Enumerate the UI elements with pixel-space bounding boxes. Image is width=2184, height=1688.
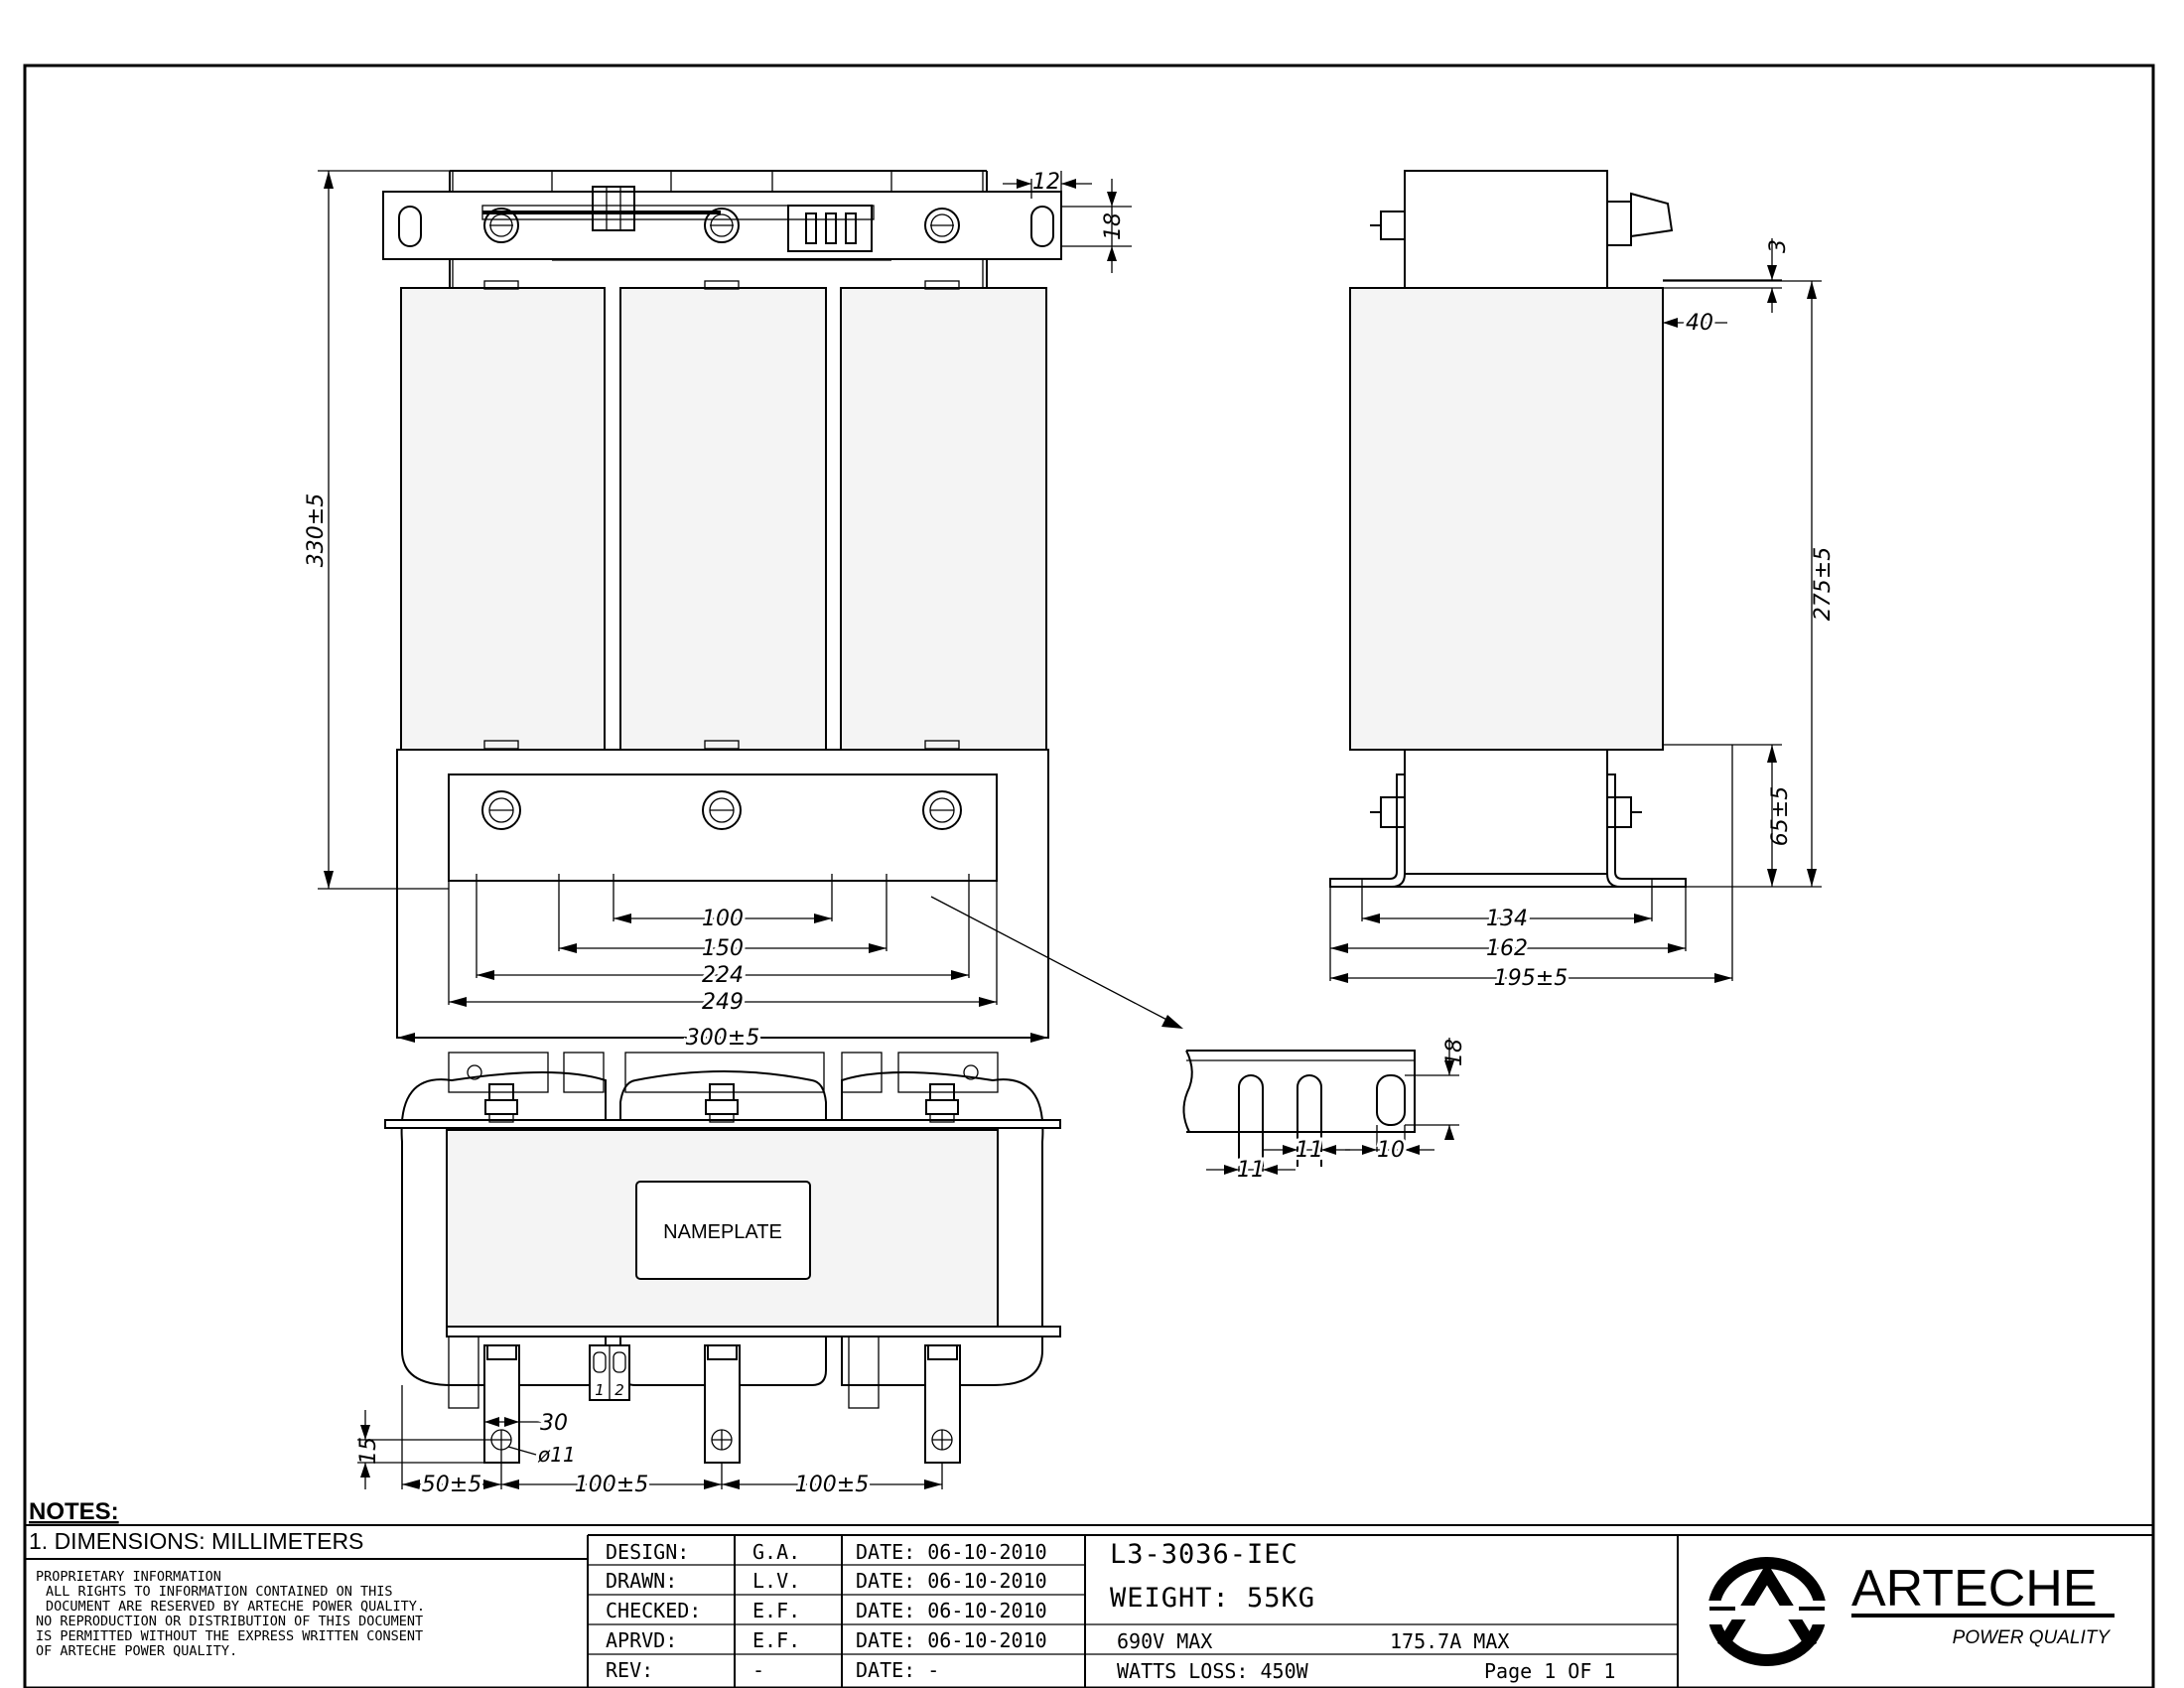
aprvd-who: E.F. xyxy=(752,1628,800,1652)
sheet-border xyxy=(23,64,2155,1688)
coil-3 xyxy=(840,287,1047,751)
dim-foot-65: 65±5 xyxy=(1768,786,1793,846)
terminal-1-label: 1 xyxy=(595,1381,605,1399)
side-foot-left xyxy=(1329,774,1406,888)
arteche-emblem-icon xyxy=(1700,1557,1835,1666)
side-foot-right xyxy=(1606,774,1687,888)
dim-hole-100: 100 xyxy=(702,907,744,931)
nameplate-label: NAMEPLATE xyxy=(663,1221,782,1243)
dim-top-slot: 12 xyxy=(1032,170,1060,195)
dim-base-195: 195±5 xyxy=(1494,966,1568,991)
detail-callout-arrow xyxy=(930,896,1177,1026)
dim-top-bar: 18 xyxy=(1101,212,1126,240)
coil-2 xyxy=(619,287,827,751)
dim-top-15: 15 xyxy=(356,1437,381,1465)
drawn-date: DATE: 06-10-2010 xyxy=(856,1569,1047,1593)
current-rating: 175.7A MAX xyxy=(1390,1629,1509,1653)
side-top-cap xyxy=(1404,170,1608,289)
design-role: DESIGN: xyxy=(606,1540,689,1564)
dim-hole-150: 150 xyxy=(702,936,744,961)
coil-1 xyxy=(400,287,606,751)
company-name: ARTECHE xyxy=(1851,1560,2098,1618)
svg-text:NO REPRODUCTION OR DISTRIBUTIO: NO REPRODUCTION OR DISTRIBUTION OF THIS … xyxy=(36,1614,423,1629)
svg-text:OF ARTECHE POWER QUALITY.: OF ARTECHE POWER QUALITY. xyxy=(36,1643,237,1659)
dim-hole-dia: ø11 xyxy=(537,1443,576,1467)
svg-text:DOCUMENT ARE RESERVED BY ARTEC: DOCUMENT ARE RESERVED BY ARTECHE POWER Q… xyxy=(46,1599,425,1615)
title-block: PROPRIETARY INFORMATION ALL RIGHTS TO IN… xyxy=(25,1534,2153,1688)
drawn-who: L.V. xyxy=(752,1569,800,1593)
dim-detail-10: 10 xyxy=(1377,1138,1405,1163)
weight: WEIGHT: 55KG xyxy=(1110,1583,1315,1614)
top-view: NAMEPLATE 1 2 30 xyxy=(356,1052,1061,1500)
top-bolt-1 xyxy=(483,208,519,243)
dim-top-30: 30 xyxy=(540,1411,568,1436)
arteche-logo: ARTECHE POWER QUALITY xyxy=(1700,1557,2115,1666)
rev-date: DATE: - xyxy=(856,1658,939,1682)
dim-top-100b: 100±5 xyxy=(795,1473,869,1497)
page-number: Page 1 OF 1 xyxy=(1484,1659,1615,1683)
dim-detail-11b: 11 xyxy=(1296,1138,1323,1163)
dim-offset-3: 3 xyxy=(1766,239,1791,253)
top-bolt-3 xyxy=(924,208,960,243)
drawn-role: DRAWN: xyxy=(606,1569,677,1593)
voltage-rating: 690V MAX xyxy=(1117,1629,1212,1653)
svg-text:ALL RIGHTS TO INFORMATION CONT: ALL RIGHTS TO INFORMATION CONTAINED ON T… xyxy=(46,1584,393,1600)
terminal-2-label: 2 xyxy=(614,1381,624,1399)
dim-base-134: 134 xyxy=(1486,907,1528,931)
dim-height-275: 275±5 xyxy=(1811,547,1836,621)
dim-overall-width: 300±5 xyxy=(686,1026,759,1051)
dim-detail-18: 18 xyxy=(1442,1039,1467,1066)
dim-top-100a: 100±5 xyxy=(575,1473,648,1497)
part-number: L3-3036-IEC xyxy=(1110,1539,1298,1570)
design-who: G.A. xyxy=(752,1540,800,1564)
detail-view: 18 11 11 10 xyxy=(1182,1038,1467,1186)
dim-detail-11a: 11 xyxy=(1237,1158,1265,1183)
notes-line-1: 1. DIMENSIONS: MILLIMETERS xyxy=(29,1528,363,1554)
dim-depth-40: 40 xyxy=(1686,311,1713,336)
company-tagline: POWER QUALITY xyxy=(1953,1627,2112,1648)
proprietary-notice: PROPRIETARY INFORMATION ALL RIGHTS TO IN… xyxy=(36,1569,425,1659)
top-bolt-2 xyxy=(704,208,740,243)
svg-text:PROPRIETARY INFORMATION: PROPRIETARY INFORMATION xyxy=(36,1569,221,1585)
dim-base-162: 162 xyxy=(1486,936,1528,961)
dim-top-50: 50±5 xyxy=(422,1473,481,1497)
top-terminal-block xyxy=(592,186,635,231)
nameplate xyxy=(635,1181,811,1280)
top-coil-3 xyxy=(841,1071,1044,1386)
rev-who: - xyxy=(752,1658,764,1682)
terminal-lug-1 xyxy=(483,1344,520,1464)
front-view: 330±5 12 18 100 150 xyxy=(304,170,1183,1054)
dim-overall-height: 330±5 xyxy=(304,493,329,567)
checked-role: CHECKED: xyxy=(606,1599,701,1622)
watts-loss: WATTS LOSS: 450W xyxy=(1117,1659,1309,1683)
side-view: 3 40 275±5 65±5 134 162 xyxy=(1329,170,1836,994)
notes-block: NOTES: 1. DIMENSIONS: MILLIMETERS xyxy=(25,1498,2153,1554)
detail-bar xyxy=(1186,1050,1416,1133)
rev-role: REV: xyxy=(606,1658,653,1682)
side-core-body xyxy=(1349,287,1664,751)
dim-hole-224: 224 xyxy=(702,963,744,988)
design-date: DATE: 06-10-2010 xyxy=(856,1540,1047,1564)
top-coil-1 xyxy=(400,1071,607,1386)
checked-date: DATE: 06-10-2010 xyxy=(856,1599,1047,1622)
checked-who: E.F. xyxy=(752,1599,800,1622)
dim-hole-249: 249 xyxy=(702,990,744,1015)
top-connector xyxy=(787,205,873,252)
svg-text:IS PERMITTED WITHOUT THE EXPRE: IS PERMITTED WITHOUT THE EXPRESS WRITTEN… xyxy=(36,1628,423,1644)
notes-title: NOTES: xyxy=(29,1498,119,1525)
top-coil-2 xyxy=(619,1070,827,1386)
aprvd-date: DATE: 06-10-2010 xyxy=(856,1628,1047,1652)
aprvd-role: APRVD: xyxy=(606,1628,677,1652)
